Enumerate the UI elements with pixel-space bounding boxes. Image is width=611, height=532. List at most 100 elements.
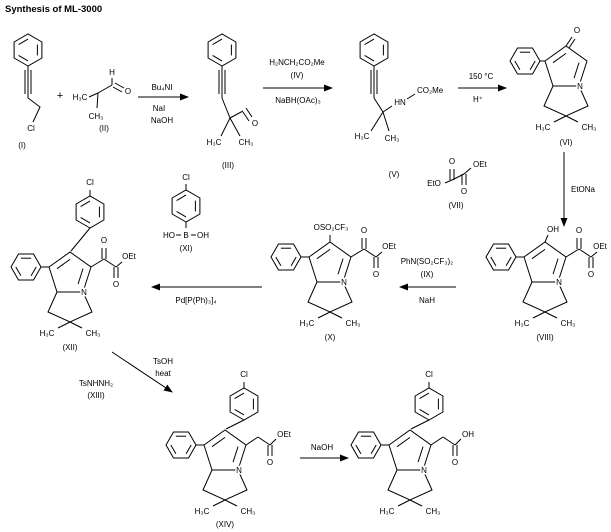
ring-bond bbox=[364, 38, 375, 46]
reagent-tsoh: TsOH bbox=[153, 357, 173, 366]
ring-bond bbox=[397, 499, 423, 507]
ring-bond bbox=[48, 251, 92, 293]
ring-bond bbox=[419, 408, 430, 416]
ring-bond bbox=[170, 444, 177, 455]
ring-bond bbox=[308, 241, 352, 283]
ring-bond bbox=[13, 33, 43, 67]
reaction-step-4: EtONa bbox=[560, 152, 596, 227]
condition-heat: heat bbox=[155, 369, 171, 378]
atom-label-ch3: CH₃ bbox=[89, 112, 104, 121]
ring-bond bbox=[490, 256, 497, 267]
ring-bond bbox=[396, 436, 411, 448]
ring-bond bbox=[212, 499, 238, 507]
ring-bond bbox=[212, 54, 223, 62]
ring-bond bbox=[523, 241, 567, 283]
bonds bbox=[370, 66, 416, 132]
compound-number-viii: (VIII) bbox=[536, 333, 554, 342]
ring-bond bbox=[232, 446, 239, 463]
atom-label-h3c: H₃C bbox=[195, 507, 210, 516]
ring-bond bbox=[176, 210, 187, 218]
scheme-title: Synthesis of ML-3000 bbox=[5, 4, 102, 15]
atom-label-o: O bbox=[101, 236, 107, 245]
atom-label-o: O bbox=[574, 26, 580, 35]
condition-acid: H⁺ bbox=[473, 95, 483, 104]
chlorophenyl-ring bbox=[229, 387, 259, 421]
ring-bond bbox=[417, 446, 424, 463]
ring-bond bbox=[337, 258, 344, 275]
plus-sign: + bbox=[57, 90, 63, 102]
pyrrolizine-core bbox=[47, 251, 93, 329]
ring-bond bbox=[275, 256, 282, 267]
ring-bond bbox=[176, 194, 187, 202]
compound-vii: EtO O O OEt (VII) bbox=[426, 156, 489, 211]
reagent-nai: NaI bbox=[153, 104, 165, 113]
atom-label-o: O bbox=[588, 270, 594, 279]
ring-bond bbox=[207, 33, 237, 67]
reagent-tshydrazide: TsNHNH₂ bbox=[79, 379, 113, 388]
benzene-ring bbox=[171, 189, 201, 223]
compound-number-v: (V) bbox=[389, 170, 400, 179]
ring-bond bbox=[290, 256, 297, 267]
atom-label-n: N bbox=[577, 82, 583, 91]
atom-label-h3c: H₃C bbox=[355, 132, 370, 141]
ring-bond bbox=[552, 52, 567, 64]
reagent-glycine-ester: H₂NCH₂CO₂Me bbox=[269, 58, 325, 67]
compound-number-ii: (II) bbox=[99, 124, 109, 133]
benzene-ring bbox=[350, 431, 382, 459]
atom-label-ho: HO bbox=[163, 231, 175, 240]
ring-bond bbox=[552, 258, 559, 275]
ring-bond bbox=[10, 253, 42, 281]
ring-bond bbox=[419, 392, 430, 400]
compound-viii: OH O O OEt N H₃C CH₃ (VIII) bbox=[485, 224, 609, 342]
ring-bond bbox=[370, 444, 377, 455]
condition-temperature: 150 °C bbox=[469, 72, 494, 81]
atom-label-n: N bbox=[421, 466, 427, 475]
reaction-step-7: TsOH heat TsNHNH₂ (XIII) bbox=[79, 351, 173, 400]
atom-label-cl: Cl bbox=[240, 370, 248, 379]
atom-label-oh: OH bbox=[547, 225, 559, 234]
bonds bbox=[24, 66, 41, 123]
benzene-ring bbox=[10, 253, 42, 281]
atom-label-ch3: CH₃ bbox=[241, 507, 256, 516]
atom-label-o: O bbox=[125, 87, 131, 96]
atom-label-o: O bbox=[449, 157, 455, 166]
chlorophenyl-ring bbox=[75, 195, 105, 229]
reagent-pd-catalyst: Pd[P(Ph)₃]₄ bbox=[175, 296, 216, 305]
atom-label-n: N bbox=[341, 278, 347, 287]
atom-label-oet: OEt bbox=[122, 252, 137, 261]
ring-bond bbox=[553, 115, 579, 123]
ring-bond bbox=[317, 311, 343, 319]
reaction-step-1: Bu₄NI NaI NaOH bbox=[138, 83, 189, 125]
compound-ii: H₃C CH₃ H O (II) bbox=[71, 67, 133, 134]
benzene-ring bbox=[165, 431, 197, 459]
compound-xii: Cl O O OEt N H₃C CH₃ (XII) bbox=[10, 177, 138, 352]
compound-number-xiii: (XIII) bbox=[87, 391, 105, 400]
atom-label-o: O bbox=[452, 458, 458, 467]
ring-bond bbox=[185, 444, 192, 455]
ring-bond bbox=[388, 429, 432, 471]
compound-number-xiv: (XIV) bbox=[216, 520, 235, 529]
compound-number-vi: (VI) bbox=[560, 138, 573, 147]
atom-label-ch3: CH₃ bbox=[561, 319, 576, 328]
atom-label-h3c: H₃C bbox=[380, 507, 395, 516]
atom-label-o: O bbox=[461, 187, 467, 196]
bonds bbox=[540, 36, 576, 62]
atom-label-h3c: H₃C bbox=[536, 123, 551, 132]
ring-bond bbox=[509, 47, 541, 75]
reaction-step-6: Pd[P(Ph)₃]₄ bbox=[151, 283, 262, 305]
atom-label-o: O bbox=[267, 458, 273, 467]
atom-label-h3c: H₃C bbox=[73, 93, 88, 102]
ring-bond bbox=[316, 248, 331, 260]
ring-bond bbox=[531, 248, 546, 260]
reagent-naoh: NaOH bbox=[151, 116, 173, 125]
ring-bond bbox=[234, 392, 245, 400]
bonds bbox=[444, 167, 472, 185]
bonds bbox=[516, 234, 598, 268]
atom-label-oet: OEt bbox=[593, 242, 608, 251]
atom-label-b: B bbox=[183, 231, 188, 240]
compound-number-xi: (XI) bbox=[180, 244, 193, 253]
ring-bond bbox=[505, 256, 512, 267]
atom-label-hn: HN bbox=[394, 98, 406, 107]
benzene-ring bbox=[207, 33, 237, 67]
